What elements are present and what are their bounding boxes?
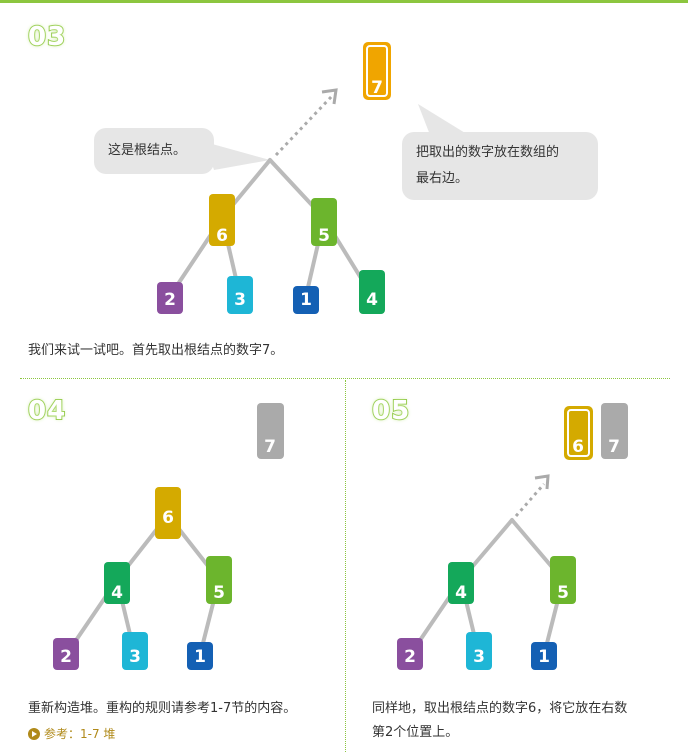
step05-node-2: 2 — [397, 638, 423, 670]
top-accent-bar — [0, 0, 688, 3]
bubble-right-line-1: 把取出的数字放在数组的 — [416, 145, 560, 160]
step04-node-3-label: 3 — [129, 647, 141, 667]
step03-node-1-label: 1 — [300, 290, 312, 310]
section-divider-horizontal — [20, 378, 670, 379]
step03-arrow-head — [321, 88, 338, 105]
step03-node-2-label: 2 — [164, 290, 176, 310]
bubble-right-tail — [418, 104, 470, 140]
step03-edges — [168, 158, 374, 298]
reference-link[interactable]: 参考：1-7 堆 — [28, 725, 115, 742]
step05-node-6-label: 6 — [572, 437, 584, 457]
step04-node-6: 6 — [155, 487, 181, 539]
step03-node-6: 6 — [209, 194, 235, 246]
step04-node-7-label: 7 — [264, 437, 276, 457]
speech-bubble-right-edge: 把取出的数字放在数组的 最右边。 — [402, 132, 598, 200]
step04-node-2: 2 — [53, 638, 79, 670]
step03-caption: 我们来试一试吧。首先取出根结点的数字7。 — [28, 343, 284, 358]
step03-node-3: 3 — [227, 276, 253, 314]
step03-node-6-label: 6 — [216, 226, 228, 246]
step04-caption: 重新构造堆。重构的规则请参考1-7节的内容。 — [28, 701, 297, 716]
step04-node-5: 5 — [206, 556, 232, 604]
step03-node-1: 1 — [293, 286, 319, 314]
step03-node-7-label: 7 — [371, 78, 383, 98]
step04-node-4: 4 — [104, 562, 130, 604]
step-number-05: 05 — [371, 395, 411, 427]
step05-node-1-label: 1 — [538, 647, 550, 667]
step03-node-4: 4 — [359, 270, 385, 314]
step05-node-3-label: 3 — [473, 647, 485, 667]
step04-node-4-label: 4 — [111, 583, 123, 603]
step04-node-3: 3 — [122, 632, 148, 670]
bubble-root-text: 这是根结点。 — [108, 143, 187, 158]
bubble-right-line-2: 最右边。 — [416, 171, 469, 186]
step04-node-6-label: 6 — [162, 508, 174, 528]
step04-node-1: 1 — [187, 642, 213, 670]
step05-node-3: 3 — [466, 632, 492, 670]
step03-node-2: 2 — [157, 282, 183, 314]
step05-caption-line-2: 第2个位置上。 — [372, 725, 459, 740]
step03-node-5-label: 5 — [318, 226, 330, 246]
step05-dotted-arrow — [514, 483, 546, 517]
section-divider-vertical — [345, 380, 346, 752]
play-circle-icon — [28, 727, 40, 740]
step03-dotted-arrow — [274, 94, 334, 157]
step-number-03: 03 — [27, 21, 67, 53]
bubble-root-tail — [205, 142, 270, 170]
step05-node-5-label: 5 — [557, 583, 569, 603]
speech-bubble-root: 这是根结点。 — [94, 128, 214, 174]
step05-caption-line-1: 同样地，取出根结点的数字6，将它放在右数 — [372, 701, 628, 716]
step05-node-4: 4 — [448, 562, 474, 604]
step04-node-7-removed: 7 — [257, 403, 284, 459]
reference-text: 参考：1-7 堆 — [44, 727, 116, 741]
step04-node-5-label: 5 — [213, 583, 225, 603]
step04-node-2-label: 2 — [60, 647, 72, 667]
step-number-04: 04 — [27, 395, 67, 427]
step05-node-4-label: 4 — [455, 583, 467, 603]
step03-node-3-label: 3 — [234, 290, 246, 310]
step05-node-2-label: 2 — [404, 647, 416, 667]
step05-node-5: 5 — [550, 556, 576, 604]
step03-node-4-label: 4 — [366, 290, 378, 310]
step05-node-7-label: 7 — [608, 437, 620, 457]
step05-node-6-extracted: 6 — [564, 406, 593, 460]
step03-node-5: 5 — [311, 198, 337, 246]
step05-node-7-removed: 7 — [601, 403, 628, 459]
step05-node-1: 1 — [531, 642, 557, 670]
step03-node-7-extracted: 7 — [363, 42, 391, 100]
step04-node-1-label: 1 — [194, 647, 206, 667]
step05-arrow-head — [534, 474, 550, 490]
